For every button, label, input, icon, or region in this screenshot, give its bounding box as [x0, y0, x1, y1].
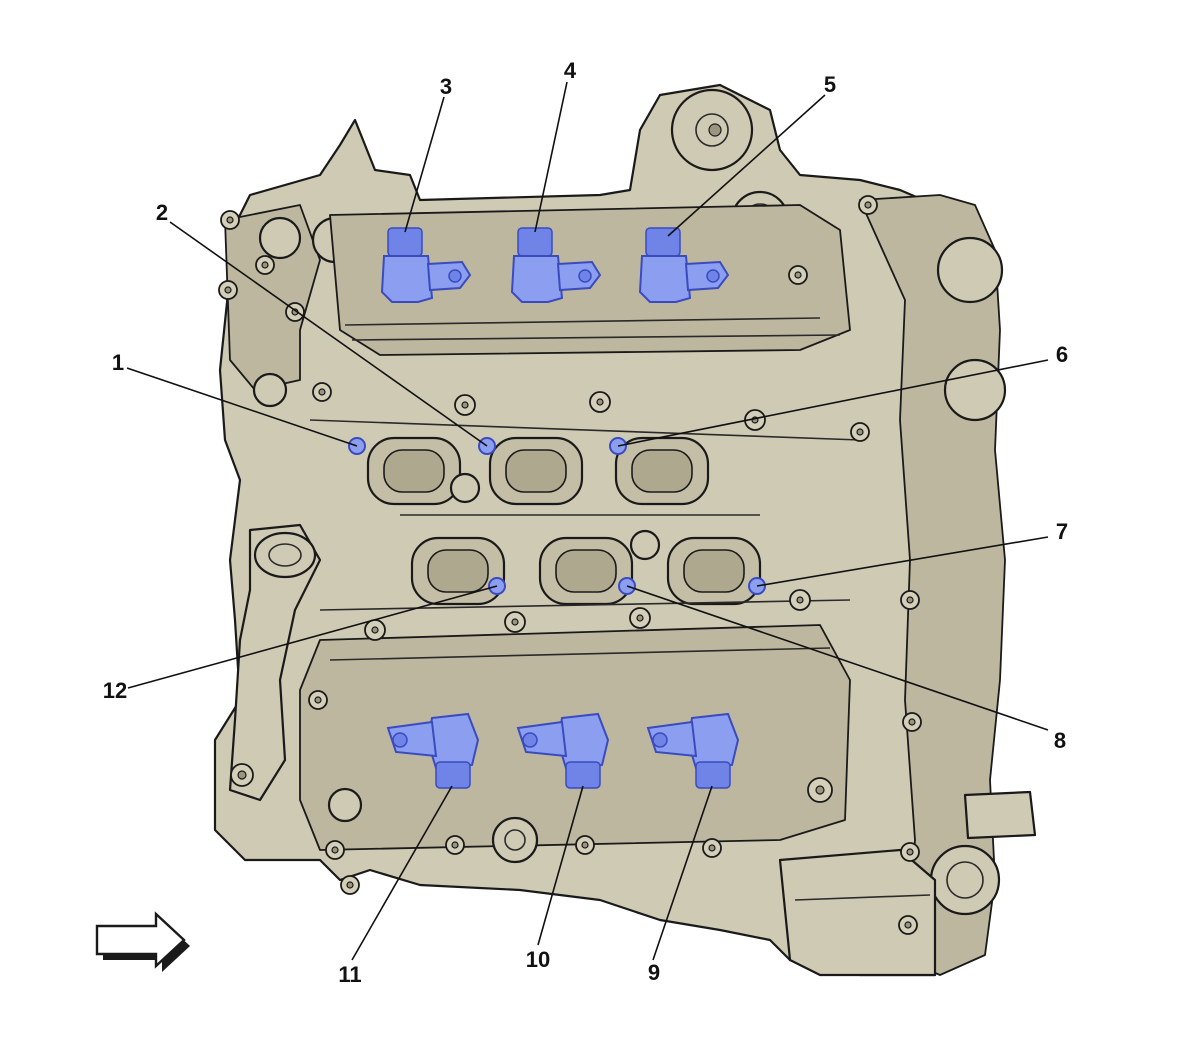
leader-10 — [537, 785, 584, 946]
callout-2: 2 — [156, 200, 168, 225]
pulley-top — [936, 236, 1004, 304]
ignition-coil-9[interactable] — [646, 712, 740, 789]
thermostat-housing — [253, 531, 317, 579]
leader-8 — [626, 585, 1049, 731]
cam-sensor-boss — [258, 216, 302, 260]
ignition-coil-3[interactable] — [380, 227, 472, 303]
bolts — [218, 195, 922, 935]
leader-5 — [667, 94, 826, 237]
sensor-boss-left — [252, 372, 288, 408]
callout-4: 4 — [564, 58, 577, 83]
callout-5: 5 — [824, 72, 836, 97]
leader-6 — [617, 359, 1049, 447]
pulley-bottom — [929, 844, 1001, 916]
callout-12: 12 — [103, 678, 127, 703]
valley-star-right — [629, 529, 661, 561]
coolant-outlet-pipe — [963, 790, 1037, 840]
pulley-mid — [943, 358, 1007, 422]
callout-3: 3 — [440, 74, 452, 99]
ignition-coil-10[interactable] — [516, 712, 610, 789]
callout-8: 8 — [1054, 728, 1066, 753]
upper-intake-ports — [366, 436, 710, 506]
leader-12 — [127, 585, 498, 689]
leader-9 — [652, 785, 713, 961]
lower-oil-cap — [491, 816, 539, 864]
leader-lines — [126, 81, 1049, 961]
ignition-coil-11[interactable] — [386, 712, 480, 789]
callout-9: 9 — [648, 960, 660, 985]
lower-sensor-boss — [327, 787, 363, 823]
leader-1 — [126, 367, 358, 447]
callout-10: 10 — [526, 947, 550, 972]
callout-7: 7 — [1056, 519, 1068, 544]
leader-3 — [404, 96, 445, 233]
arrow-right-icon — [95, 911, 190, 972]
left-coolant-pipe — [228, 523, 322, 802]
callout-11: 11 — [338, 962, 361, 987]
leader-4 — [534, 81, 568, 233]
leader-2 — [169, 221, 488, 447]
engine-body — [213, 83, 1037, 977]
valley-star-left — [449, 472, 481, 504]
oil-pump-housing — [778, 848, 937, 977]
leader-7 — [756, 536, 1049, 587]
ignition-coil-5[interactable] — [638, 227, 730, 303]
leader-11 — [351, 785, 453, 961]
callout-6: 6 — [1056, 342, 1068, 367]
callout-labels: 1 2 3 4 5 6 7 8 9 10 11 12 — [103, 58, 1068, 987]
ignition-coil-4[interactable] — [510, 227, 602, 303]
callout-1: 1 — [112, 350, 124, 375]
lower-intake-ports — [410, 536, 762, 606]
